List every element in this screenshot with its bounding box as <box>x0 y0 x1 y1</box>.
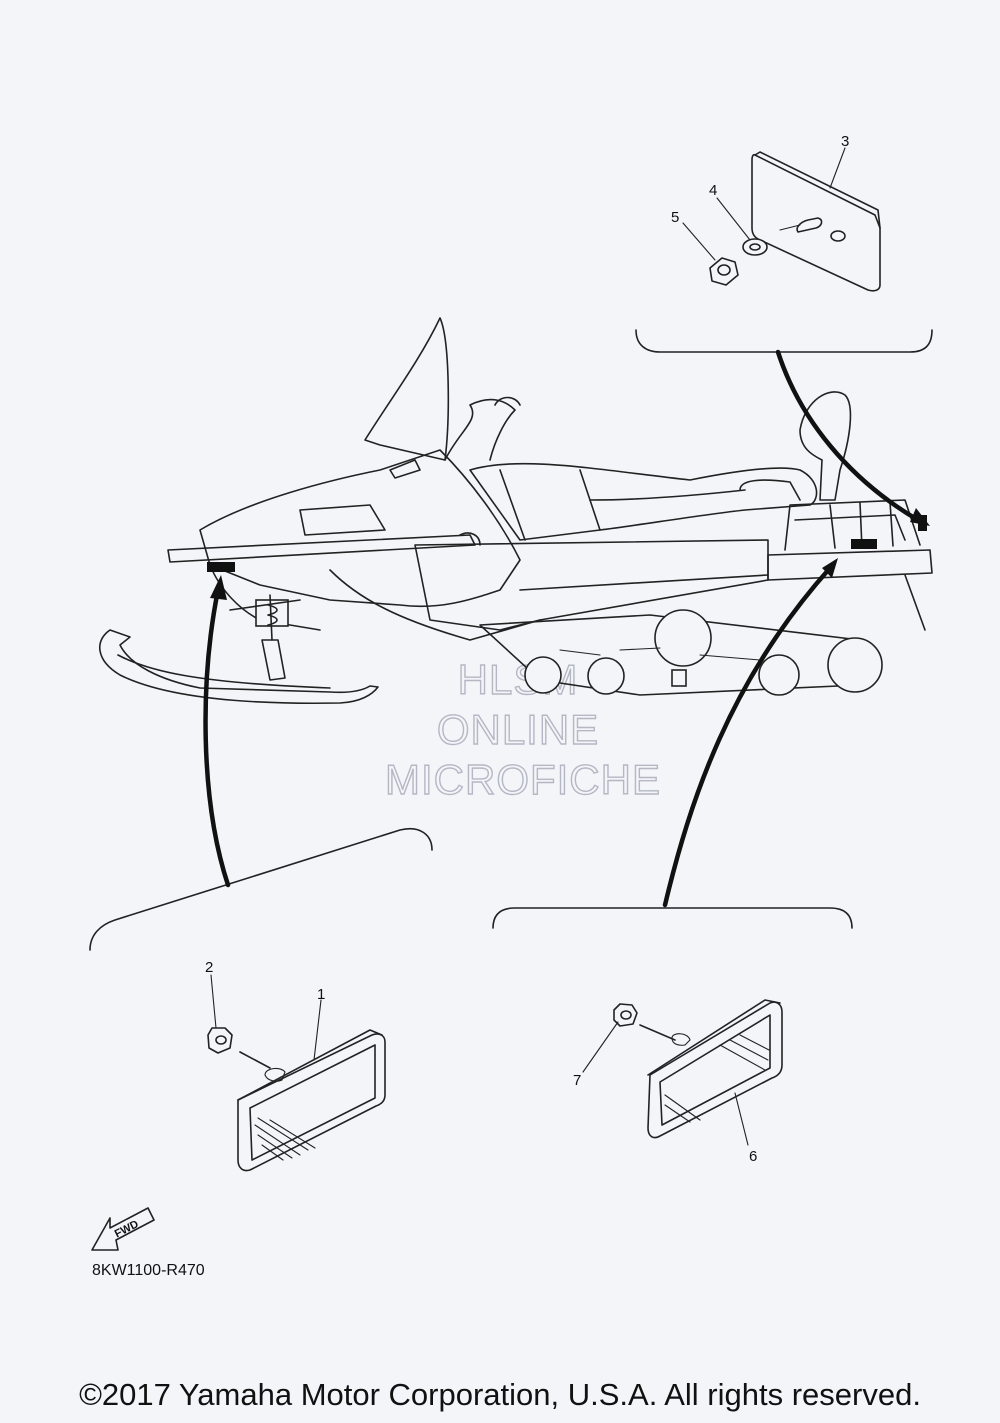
watermark: HLSM ONLINE MICROFICHE <box>384 655 661 803</box>
detail-side-reflector <box>492 907 853 1139</box>
backrest <box>799 391 852 501</box>
watermark-line-3: MICROFICHE <box>385 756 661 803</box>
front-suspension <box>229 594 301 681</box>
seat-and-body <box>414 462 818 631</box>
callout-7: 7 <box>573 1072 581 1089</box>
callout-1: 1 <box>317 986 325 1003</box>
windshield <box>364 317 521 461</box>
fwd-label: FWD <box>113 1218 141 1240</box>
callouts: 3 4 5 2 1 7 6 <box>205 133 849 1165</box>
watermark-line-2: ONLINE <box>437 706 599 753</box>
callout-3: 3 <box>841 133 849 150</box>
detail-front-reflector <box>89 828 433 1172</box>
reflector-decal-side <box>851 539 877 549</box>
fwd-arrow-icon: FWD <box>91 1207 155 1251</box>
copyright-notice: ©2017 Yamaha Motor Corporation, U.S.A. A… <box>79 1377 921 1412</box>
callout-2: 2 <box>205 959 213 976</box>
track-assembly <box>479 609 883 696</box>
arrow-side-reflector <box>662 565 833 908</box>
snowmobile-illustration <box>98 317 933 705</box>
part-code: 8KW1100-R470 <box>92 1262 205 1279</box>
callout-5: 5 <box>671 209 679 226</box>
arrow-front-reflector <box>203 587 231 888</box>
detail-rear-reflector <box>635 151 933 353</box>
callout-4: 4 <box>709 182 717 199</box>
hood <box>167 449 541 641</box>
callout-6: 6 <box>749 1148 757 1165</box>
reflector-decal-front <box>207 562 235 572</box>
pointer-arrows <box>203 349 930 908</box>
ski <box>98 629 379 705</box>
arrow-rear-reflector <box>775 349 921 523</box>
